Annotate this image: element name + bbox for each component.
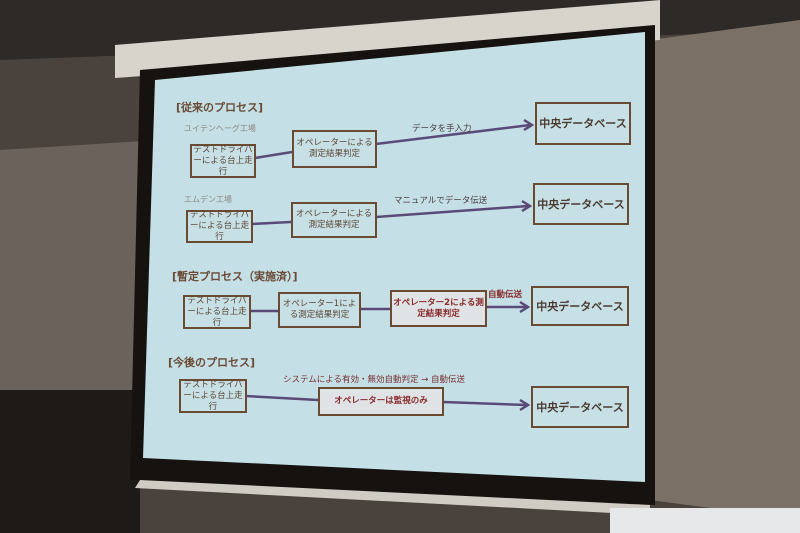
process-box: オペレーターによる測定結果判定 xyxy=(292,130,377,168)
arrow-label: データを手入力 xyxy=(412,124,472,134)
projector-screen xyxy=(143,32,645,482)
screen-housing xyxy=(115,0,660,78)
process-box: オペレーター1による測定結果判定 xyxy=(278,292,361,328)
process-box-highlight: オペレーターは監視のみ xyxy=(318,387,444,416)
flow-arrows xyxy=(245,118,535,412)
database-box: 中央データベース xyxy=(531,286,629,326)
site-label: エムデン工場 xyxy=(184,195,232,204)
arrow-label: マニュアルでデータ伝送 xyxy=(394,196,488,206)
process-box: テストドライバーによる台上走行 xyxy=(183,295,251,329)
site-label: ユイテンヘーグ工場 xyxy=(184,124,256,133)
arrow-label: システムによる有効・無効自動判定 → 自動伝送 xyxy=(283,375,466,385)
section-title: [今後のプロセス] xyxy=(168,356,256,369)
database-box: 中央データベース xyxy=(533,183,629,225)
process-box-highlight: オペレーター2による測定結果判定 xyxy=(390,290,487,327)
process-box: オペレーターによる測定結果判定 xyxy=(291,202,377,238)
section-title: [暫定プロセス（実施済）] xyxy=(172,270,298,283)
database-box: 中央データベース xyxy=(531,386,629,428)
section-title: [従来のプロセス] xyxy=(176,101,264,114)
database-box: 中央データベース xyxy=(535,102,631,145)
process-box: テストドライバーによる台上走行 xyxy=(190,144,256,178)
process-box: テストドライバーによる台上走行 xyxy=(186,210,253,243)
process-box: テストドライバーによる台上走行 xyxy=(179,379,247,413)
arrow-label: 自動伝送 xyxy=(488,290,523,300)
